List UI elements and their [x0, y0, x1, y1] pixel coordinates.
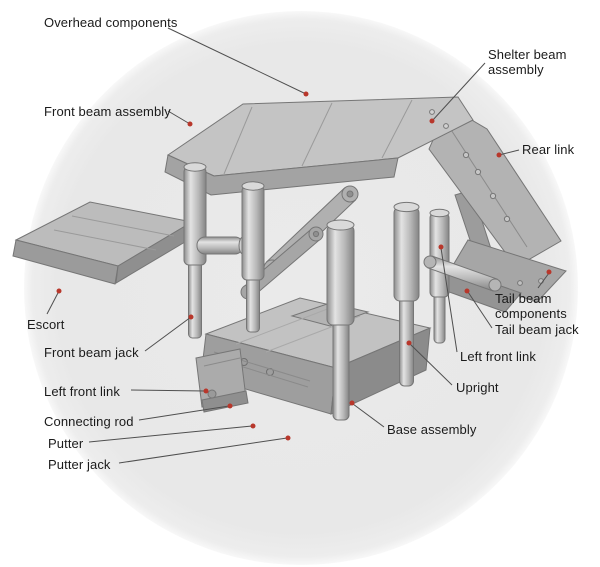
label-shelter-beam-assembly: Shelter beam assembly: [488, 47, 567, 78]
label-base-assembly: Base assembly: [387, 422, 477, 437]
leader-escort: [46, 290, 60, 315]
label-connecting-rod: Connecting rod: [44, 414, 134, 429]
label-upright: Upright: [456, 380, 499, 395]
label-front-beam-assembly: Front beam assembly: [44, 104, 171, 119]
leader-putter-jack: [118, 437, 288, 464]
front-beam-plate-shape: [12, 201, 194, 285]
label-putter-jack: Putter jack: [48, 457, 111, 472]
leader-base-assembly: [352, 403, 385, 428]
leader-rear-link: [498, 149, 520, 156]
leader-tail-beam-jack: [467, 291, 493, 329]
leader-shelter-beam-assembly: [431, 62, 486, 122]
label-escort: Escort: [27, 317, 65, 332]
leader-left-front-link-right: [440, 247, 458, 353]
leader-lines: [46, 27, 550, 464]
tail-beam-jack-shape: [423, 255, 502, 292]
leader-overhead-components: [167, 27, 307, 95]
label-left-front-link-right: Left front link: [460, 349, 536, 364]
center-upright-shape: [326, 219, 355, 421]
leader-tail-beam-components: [537, 272, 550, 289]
canopy-shape: [164, 96, 474, 196]
hydraulic-support-illustration: [12, 96, 567, 421]
leader-front-beam-assembly: [167, 110, 191, 125]
label-overhead-components: Overhead components: [44, 15, 178, 30]
label-putter: Putter: [48, 436, 84, 451]
leader-connecting-rod: [138, 405, 230, 421]
leader-left-front-link-left: [130, 389, 206, 392]
label-tail-beam-jack: Tail beam jack: [495, 322, 579, 337]
leader-markers: [56, 91, 552, 441]
right-upright-shape: [393, 201, 420, 387]
putter-shape: [195, 348, 249, 413]
label-rear-link: Rear link: [522, 142, 575, 157]
leader-putter: [88, 425, 253, 443]
far-right-cylinder-shape: [429, 208, 450, 344]
shelter-beam-shape: [428, 105, 562, 268]
second-front-cylinder-shape: [241, 181, 265, 333]
label-tail-beam-components: Tail beam components: [495, 291, 567, 322]
leader-upright: [409, 343, 453, 386]
label-left-front-link-left: Left front link: [44, 384, 120, 399]
leader-front-beam-jack: [144, 316, 192, 352]
label-front-beam-jack: Front beam jack: [44, 345, 139, 360]
